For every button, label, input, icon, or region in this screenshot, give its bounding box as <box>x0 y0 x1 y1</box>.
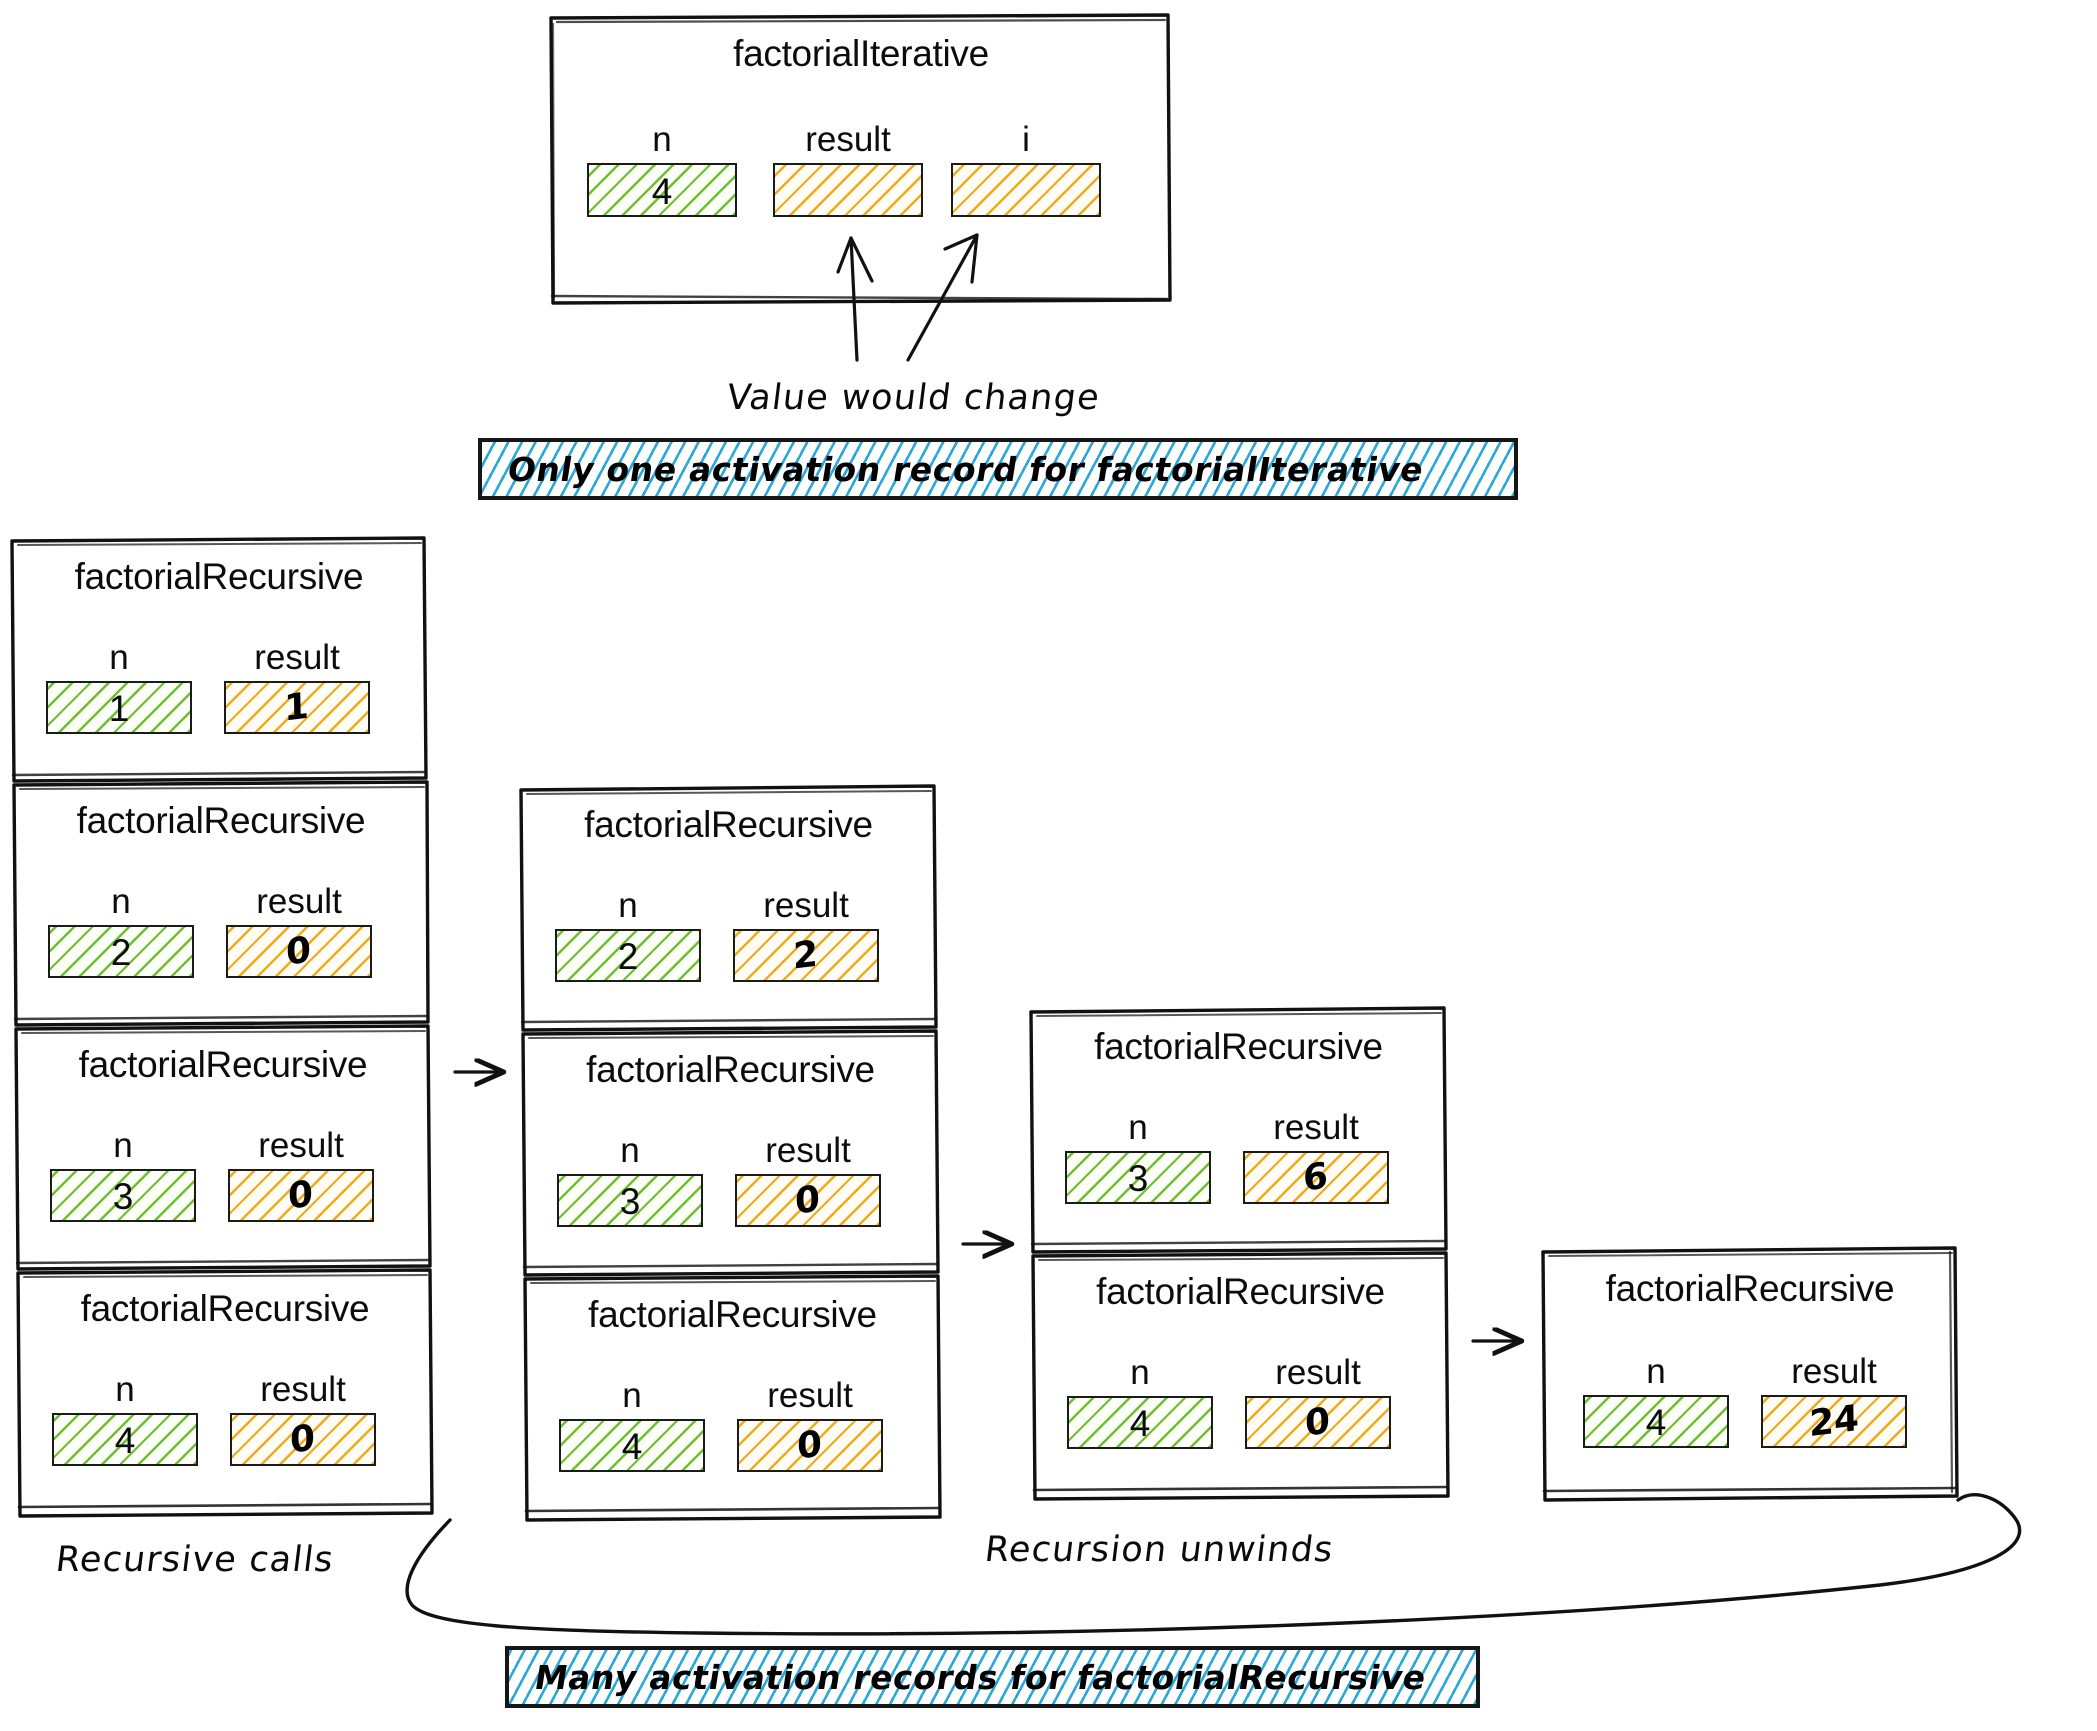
activation-record: factorialRecursive n 4 result 0 <box>1033 1253 1448 1499</box>
activation-record: factorialRecursive n 3 result 0 <box>16 1026 430 1269</box>
var-value-n: 4 <box>1645 1402 1667 1443</box>
var-label-result: result <box>763 886 849 925</box>
banner-recursive-text: Many activation records for factorialRec… <box>531 1657 1430 1697</box>
var-value-n: 3 <box>112 1176 134 1217</box>
var-value-n: 3 <box>619 1181 641 1222</box>
column-unwinding: factorialRecursive n 3 result 6 factoria… <box>1031 1008 1448 1499</box>
var-label-result: result <box>1273 1108 1359 1147</box>
column-recursive-calls: factorialRecursive n 1 result 1 factoria… <box>0 0 440 1731</box>
var-value-n: 4 <box>1129 1403 1151 1444</box>
var-slot-n: 3 <box>1065 1151 1211 1204</box>
frame-title: factorialRecursive <box>1605 1268 1895 1309</box>
frame-title: factorialRecursive <box>1096 1271 1385 1312</box>
var-label-result: result <box>805 120 891 159</box>
var-slot-n: 3 <box>50 1169 196 1222</box>
var-label-n: n <box>113 1126 133 1165</box>
var-slot-n: 3 <box>557 1174 703 1227</box>
var-label-result: result <box>256 882 342 921</box>
var-value-n: 4 <box>621 1426 643 1467</box>
var-value-n: 2 <box>110 932 132 973</box>
var-slot-n: 4 <box>52 1413 198 1466</box>
banner-recursive: Many activation records for factorialRec… <box>505 1646 1480 1708</box>
frame-title: factorialRecursive <box>76 800 366 841</box>
var-label-i: i <box>1022 120 1030 159</box>
column-final-result: factorialRecursive n 4 result 24 <box>1543 1248 1957 1500</box>
var-slot-result <box>773 163 923 217</box>
var-slot-n: 2 <box>555 929 701 982</box>
var-slot-result: 1 <box>224 681 370 734</box>
frame-title: factorialRecursive <box>584 804 873 845</box>
var-slot-result: 0 <box>228 1169 374 1222</box>
activation-record-iterative: factorialIterative n 4 result i <box>551 15 1171 305</box>
var-slot-n: 1 <box>46 681 192 734</box>
activation-record: factorialRecursive n 4 result 24 <box>1543 1248 1957 1500</box>
var-label-n: n <box>1646 1352 1666 1391</box>
var-label-result: result <box>1275 1353 1361 1392</box>
var-slot-n: 4 <box>1583 1395 1729 1448</box>
frame-title: factorialRecursive <box>1094 1026 1383 1067</box>
column-base-case-returns: factorialRecursive n 2 result 2 factoria… <box>0 0 960 1731</box>
var-label-n: n <box>1128 1108 1148 1147</box>
var-slot-result: 0 <box>226 925 372 978</box>
activation-record: factorialRecursive n 3 result 6 <box>1031 1008 1446 1252</box>
var-value-n: 1 <box>108 688 130 729</box>
var-label-n: n <box>622 1376 642 1415</box>
annotation-recursive-calls: Recursive calls <box>53 1540 337 1580</box>
frame-title: factorialRecursive <box>586 1049 875 1090</box>
var-label-result: result <box>258 1126 344 1165</box>
banner-iterative: Only one activation record for factorial… <box>478 438 1518 500</box>
var-slot-result: 0 <box>1245 1396 1391 1449</box>
var-value-n: 2 <box>617 936 639 977</box>
frame-title: factorialRecursive <box>78 1044 368 1085</box>
var-label-n: n <box>618 886 638 925</box>
var-label-n: n <box>652 120 672 159</box>
var-value-n: 4 <box>651 170 673 212</box>
var-label-n: n <box>115 1370 135 1409</box>
var-slot-n: 4 <box>1067 1396 1213 1449</box>
var-value-result: 24 <box>1808 1397 1860 1445</box>
activation-record: factorialRecursive n 3 result 0 <box>523 1031 938 1275</box>
frame-title-iterative: factorialIterative <box>733 33 989 74</box>
var-label-result: result <box>254 638 340 677</box>
var-label-result: result <box>765 1131 851 1170</box>
var-slot-n: 4 <box>587 163 737 217</box>
var-label-n: n <box>111 882 131 921</box>
frame-title: factorialRecursive <box>80 1288 370 1329</box>
var-slot-result: 6 <box>1243 1151 1389 1204</box>
activation-record: factorialRecursive n 1 result 1 <box>12 538 426 781</box>
activation-record: factorialRecursive n 2 result 0 <box>14 782 428 1025</box>
var-slot-result: 0 <box>737 1419 883 1472</box>
activation-record: factorialRecursive n 4 result 0 <box>525 1276 940 1520</box>
var-label-result: result <box>1791 1352 1877 1391</box>
var-slot-n: 4 <box>559 1419 705 1472</box>
var-slot-i <box>951 163 1101 217</box>
var-value-n: 4 <box>114 1420 136 1461</box>
var-label-n: n <box>620 1131 640 1170</box>
var-value-n: 3 <box>1127 1158 1149 1199</box>
var-label-n: n <box>1130 1353 1150 1392</box>
var-slot-result: 24 <box>1761 1395 1907 1448</box>
var-slot-n: 2 <box>48 925 194 978</box>
activation-record: factorialRecursive n 2 result 2 <box>521 786 936 1030</box>
activation-record: factorialRecursive n 4 result 0 <box>18 1270 432 1516</box>
var-label-result: result <box>260 1370 346 1409</box>
var-label-result: result <box>767 1376 853 1415</box>
frame-title: factorialRecursive <box>588 1294 877 1335</box>
var-slot-result: 0 <box>735 1174 881 1227</box>
annotation-recursion-unwinds: Recursion unwinds <box>982 1530 1336 1570</box>
var-slot-result: 2 <box>733 929 879 982</box>
var-label-n: n <box>109 638 129 677</box>
var-slot-result: 0 <box>230 1413 376 1466</box>
frame-title: factorialRecursive <box>74 556 364 597</box>
